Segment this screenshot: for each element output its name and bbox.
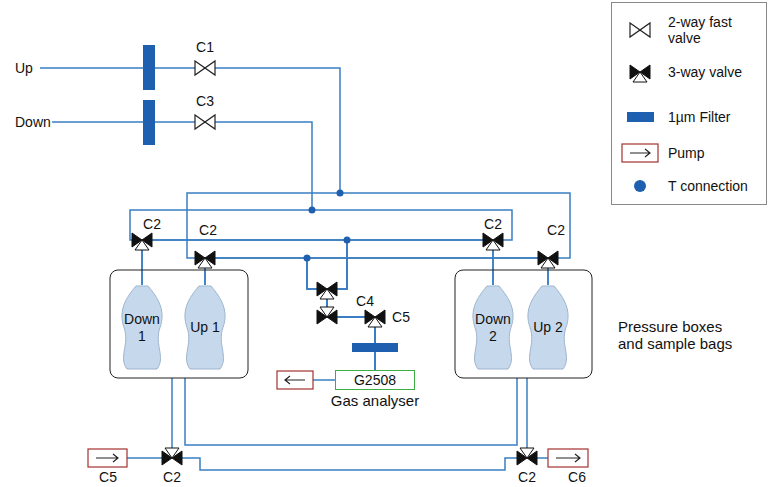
three-way-valve bbox=[317, 282, 337, 299]
valve-name: C5 bbox=[98, 469, 118, 485]
down-branch-pipe bbox=[130, 210, 512, 240]
bag-shape bbox=[528, 286, 568, 369]
pressure-box bbox=[110, 270, 248, 378]
up-inlet-pipe bbox=[40, 68, 340, 193]
bag-pipe bbox=[141, 250, 143, 285]
three-way-valve bbox=[162, 448, 182, 465]
filter bbox=[143, 45, 155, 90]
legend-text: 2-way fast valve bbox=[668, 14, 760, 46]
t-connection bbox=[337, 190, 344, 197]
t-connection bbox=[309, 207, 316, 214]
pump-symbol bbox=[548, 449, 588, 467]
filter bbox=[352, 343, 398, 352]
valve-name: C6 bbox=[567, 469, 587, 485]
sample-bag: Down 1 bbox=[117, 285, 167, 370]
two-way-valve bbox=[195, 115, 215, 129]
bag-pipe bbox=[492, 250, 494, 285]
bag-pipe bbox=[204, 268, 206, 285]
valve-name: C2 bbox=[517, 469, 537, 485]
c4-pipe bbox=[307, 258, 317, 289]
valve-bridge-pipe bbox=[182, 458, 517, 470]
inlet-name: Up bbox=[14, 60, 34, 76]
valve-name: C2 bbox=[546, 222, 566, 238]
legend-text: 1µm Filter bbox=[668, 109, 760, 125]
t-connection bbox=[344, 237, 351, 244]
valve-name: C4 bbox=[355, 293, 375, 309]
gas-analyser-box: G2508Gas analyser bbox=[335, 370, 415, 390]
two-way-valve bbox=[630, 23, 650, 37]
three-way-valve bbox=[365, 310, 385, 327]
valve-name: C2 bbox=[198, 222, 218, 238]
pump-symbol bbox=[622, 144, 658, 162]
bag-label: Up 2 bbox=[528, 319, 568, 335]
sample-line bbox=[327, 240, 493, 370]
legend-text: Pump bbox=[668, 145, 760, 161]
sample-line bbox=[307, 258, 548, 370]
analysis-pipe bbox=[215, 257, 538, 259]
c4-pipe bbox=[337, 240, 347, 289]
two-way-valve bbox=[195, 61, 215, 75]
bag-shape bbox=[122, 286, 162, 369]
pump-pipe bbox=[127, 457, 162, 459]
pressure-box bbox=[455, 270, 592, 378]
pump-symbol bbox=[88, 449, 127, 467]
bag-shape bbox=[473, 286, 513, 369]
three-way-valve bbox=[132, 233, 152, 250]
legend-text: 3-way valve bbox=[668, 64, 760, 80]
filter bbox=[627, 112, 654, 122]
pump-arrow bbox=[630, 149, 650, 157]
pump-arrow bbox=[96, 454, 118, 462]
sample-bag: Up 2 bbox=[523, 285, 573, 370]
bag-label: Down 1 bbox=[122, 311, 162, 343]
valve-name: C1 bbox=[195, 39, 215, 55]
t-connection bbox=[304, 255, 311, 262]
sample-line bbox=[142, 240, 375, 370]
analysis-pipe bbox=[152, 239, 483, 241]
analyser-heading: Gas analyser bbox=[331, 392, 419, 409]
box-pipe bbox=[171, 378, 173, 448]
inlet-name: Down bbox=[14, 114, 52, 130]
three-way-valve bbox=[517, 448, 537, 465]
three-way-valve bbox=[538, 251, 558, 268]
three-way-valve bbox=[630, 65, 650, 82]
bag-label: Down 2 bbox=[473, 311, 513, 343]
bag-label: Up 1 bbox=[185, 319, 225, 335]
valve-name: C2 bbox=[142, 216, 162, 232]
sample-bag: Up 1 bbox=[180, 285, 230, 370]
down-inlet-pipe bbox=[40, 122, 312, 210]
valve-name: C2 bbox=[483, 216, 503, 232]
panel-note: Pressure boxes and sample bags bbox=[617, 318, 741, 353]
valve-name: C3 bbox=[195, 93, 215, 109]
pump-pipe bbox=[537, 457, 548, 459]
sample-bag: Down 2 bbox=[468, 285, 518, 370]
c5-pipe bbox=[337, 316, 365, 318]
c4-pipe bbox=[326, 299, 328, 307]
pump-symbol bbox=[277, 371, 313, 389]
sample-line bbox=[205, 258, 375, 370]
analyser-pump-pipe bbox=[313, 379, 335, 381]
three-way-valve bbox=[483, 233, 503, 250]
three-way-valve bbox=[195, 251, 215, 268]
valve-name: C5 bbox=[391, 309, 411, 325]
filter bbox=[143, 100, 155, 145]
bag-pipe bbox=[547, 268, 549, 285]
valve-name: C2 bbox=[162, 469, 182, 485]
box-pipe bbox=[526, 378, 528, 448]
pump-arrow bbox=[285, 376, 305, 384]
legend-text: T connection bbox=[668, 178, 760, 194]
three-way-valve bbox=[317, 307, 337, 324]
bag-shape bbox=[185, 286, 225, 369]
analyser-model: G2508 bbox=[354, 372, 396, 388]
t-connection bbox=[634, 180, 646, 192]
pump-arrow bbox=[556, 454, 580, 462]
